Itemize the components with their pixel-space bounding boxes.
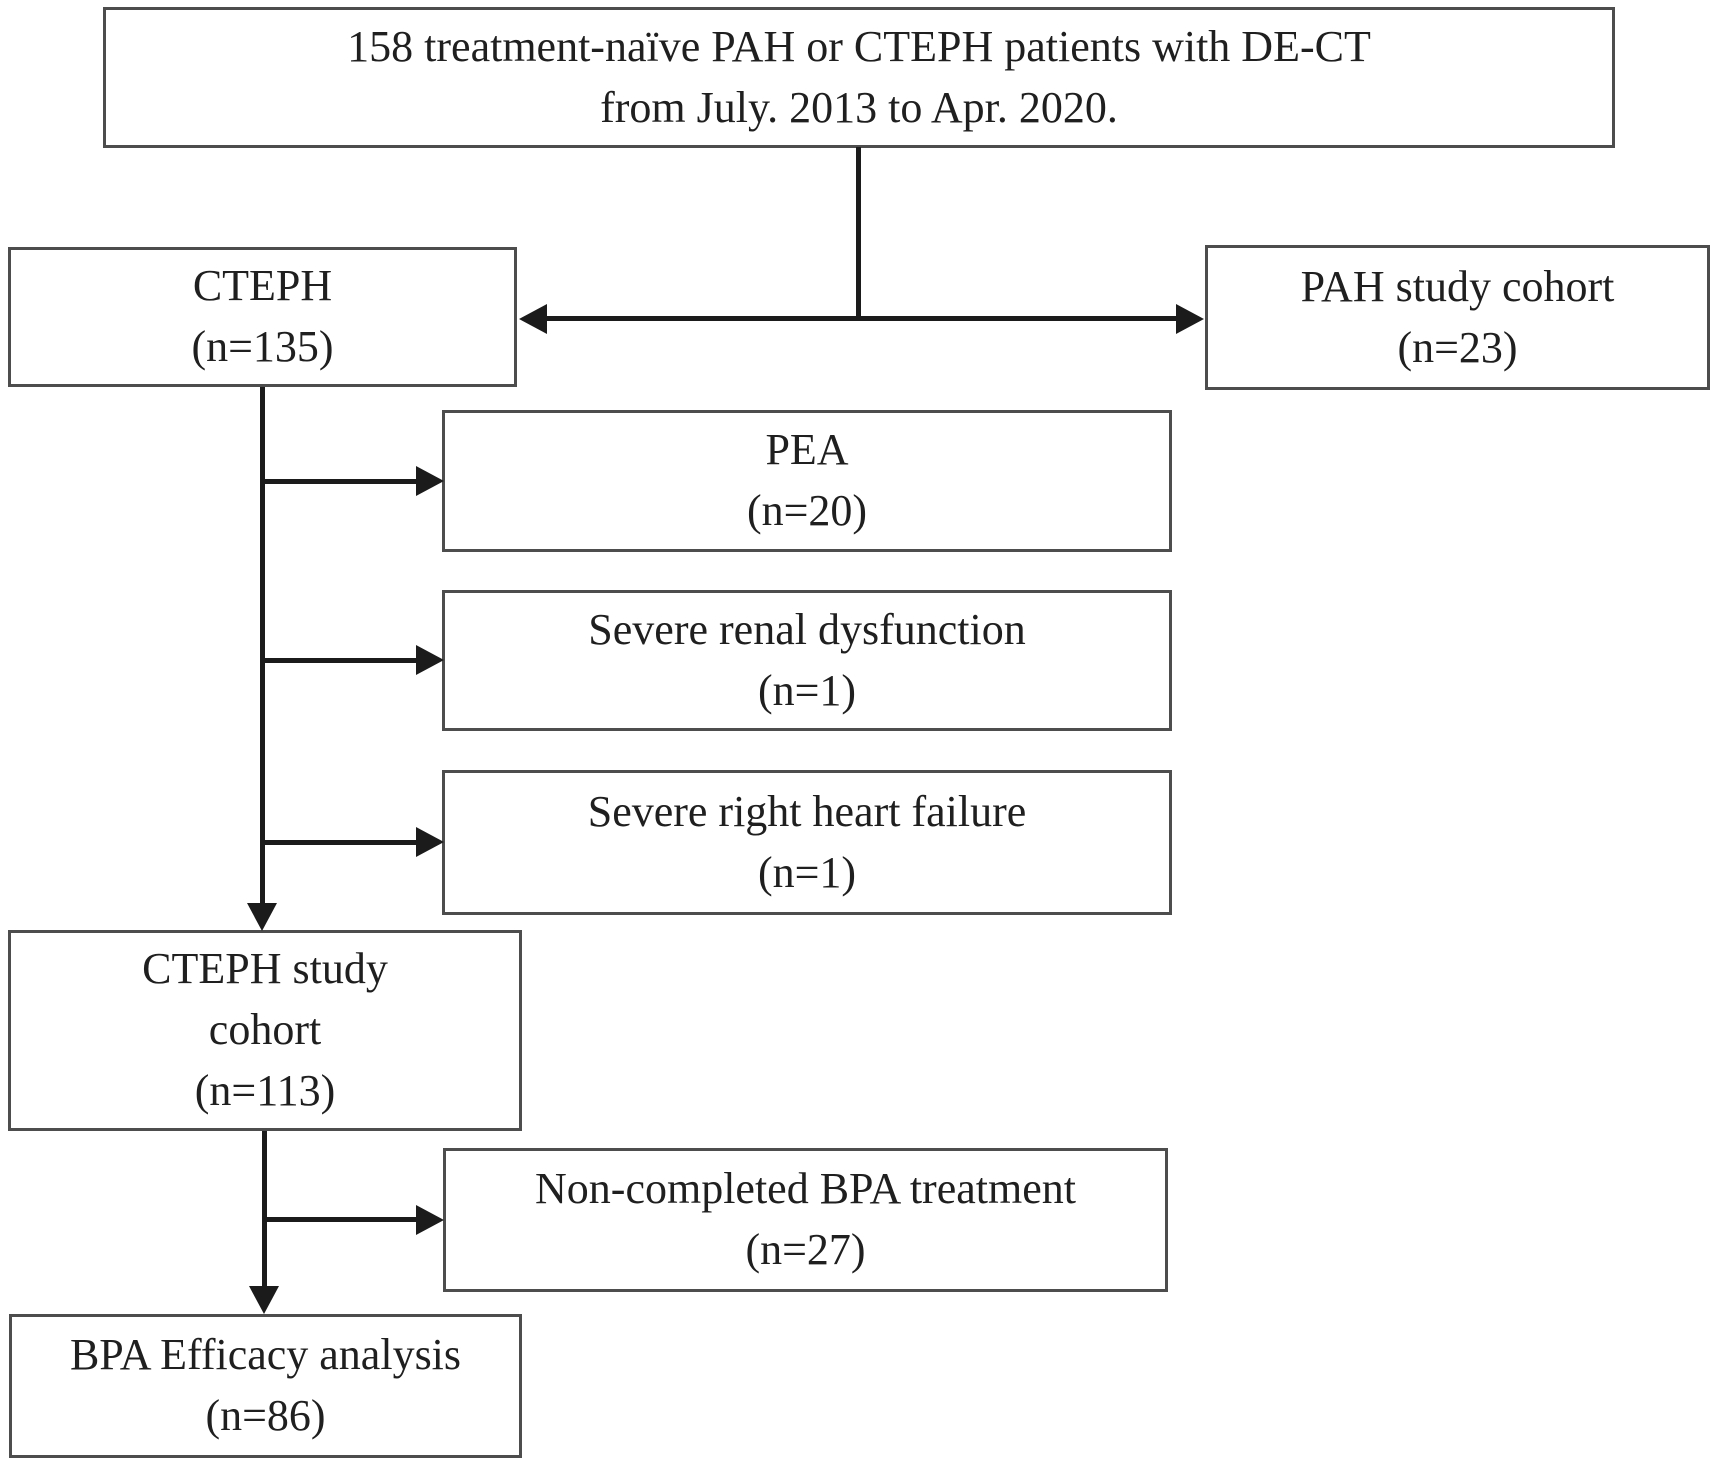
pah-label: PAH study cohort — [1300, 261, 1615, 311]
arrowhead-to-pah — [1176, 304, 1204, 334]
connector-branch-renal — [260, 658, 420, 663]
arrowhead-to-pea — [416, 466, 444, 496]
renal-dysfunction-exclusion-box: Severe renal dysfunction (n=1) — [442, 590, 1172, 731]
right-heart-failure-exclusion-box: Severe right heart failure (n=1) — [442, 770, 1172, 915]
connector-branch-heart — [260, 840, 420, 845]
efficacy-count: (n=86) — [205, 1391, 326, 1440]
connector-cteph-trunk — [260, 387, 265, 905]
cteph-count: (n=135) — [191, 322, 334, 371]
arrowhead-to-renal — [416, 645, 444, 675]
source-patients-line1: 158 treatment-naïve PAH or CTEPH patient… — [347, 21, 1371, 71]
connector-study-trunk — [262, 1131, 267, 1288]
pah-study-cohort-box: PAH study cohort (n=23) — [1205, 245, 1710, 390]
connector-branch-pea — [260, 479, 420, 484]
cteph-study-count: (n=113) — [194, 1065, 336, 1115]
cteph-study-cohort-box: CTEPH study cohort (n=113) — [8, 930, 522, 1131]
cteph-study-line1: CTEPH study — [142, 944, 388, 994]
connector-source-drop — [856, 147, 861, 319]
noncompleted-bpa-exclusion-box: Non-completed BPA treatment (n=27) — [443, 1148, 1168, 1292]
connector-branch-noncompleted — [262, 1217, 418, 1222]
arrowhead-to-cteph — [519, 304, 547, 334]
source-patients-line2: from July. 2013 to Apr. 2020. — [600, 82, 1118, 132]
efficacy-label: BPA Efficacy analysis — [69, 1330, 462, 1380]
cteph-box: CTEPH (n=135) — [8, 247, 517, 387]
bpa-efficacy-analysis-box: BPA Efficacy analysis (n=86) — [9, 1314, 522, 1458]
pea-count: (n=20) — [746, 486, 868, 535]
noncompleted-label: Non-completed BPA treatment — [535, 1164, 1076, 1214]
cteph-study-line2: cohort — [208, 1005, 322, 1055]
source-patients-box: 158 treatment-naïve PAH or CTEPH patient… — [103, 7, 1615, 148]
heart-label: Severe right heart failure — [587, 786, 1027, 836]
arrowhead-to-noncompleted — [416, 1205, 444, 1235]
pea-label: PEA — [765, 425, 849, 475]
connector-split-line — [540, 316, 1180, 321]
noncompleted-count: (n=27) — [745, 1225, 866, 1274]
cteph-label: CTEPH — [192, 261, 333, 311]
pah-count: (n=23) — [1397, 322, 1518, 372]
heart-count: (n=1) — [757, 847, 857, 897]
arrowhead-to-efficacy — [249, 1286, 279, 1314]
renal-count: (n=1) — [757, 665, 857, 715]
arrowhead-to-cteph-study — [247, 903, 277, 931]
renal-label: Severe renal dysfunction — [588, 604, 1026, 654]
pea-exclusion-box: PEA (n=20) — [442, 410, 1172, 552]
arrowhead-to-heart — [416, 827, 444, 857]
